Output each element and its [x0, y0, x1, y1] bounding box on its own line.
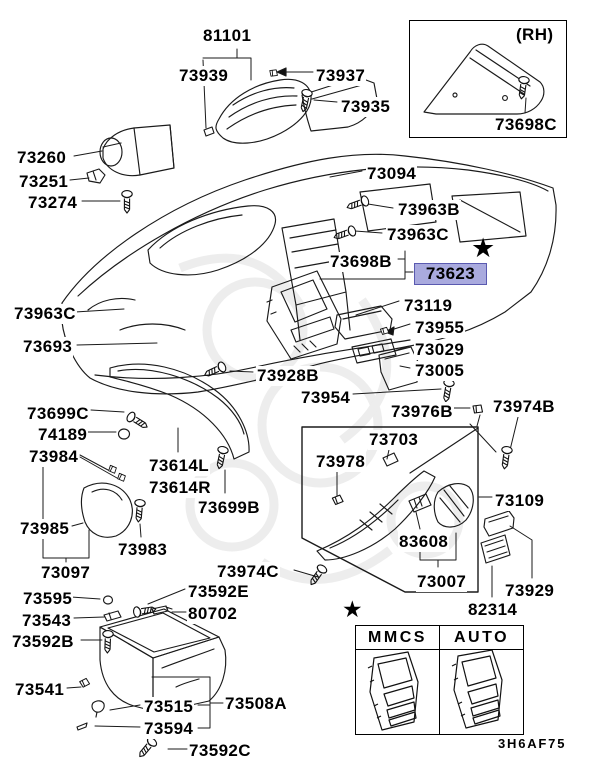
- part-label-73929[interactable]: 73929: [504, 581, 556, 601]
- variant-cell-mmcs: [356, 650, 439, 734]
- part-label-73693[interactable]: 73693: [22, 337, 74, 357]
- part-label-73963C-left[interactable]: 73963C: [13, 304, 77, 324]
- variant-header-mmcs: MMCS: [368, 628, 427, 646]
- part-label-73508A[interactable]: 73508A: [224, 694, 288, 714]
- part-label-74189[interactable]: 74189: [37, 425, 89, 445]
- part-label-83608[interactable]: 83608: [398, 532, 450, 552]
- part-label-73698C[interactable]: 73698C: [494, 115, 558, 135]
- part-label-82314[interactable]: 82314: [467, 600, 519, 620]
- part-label-81101[interactable]: 81101: [202, 26, 253, 46]
- part-label-73974B[interactable]: 73974B: [492, 397, 556, 417]
- variant-cell-auto: [439, 650, 523, 734]
- part-label-73935[interactable]: 73935: [340, 97, 392, 117]
- part-label-73515[interactable]: 73515: [143, 697, 195, 717]
- part-label-73029[interactable]: 73029: [414, 340, 466, 360]
- part-label-73543[interactable]: 73543: [21, 611, 73, 631]
- star-icon: ★: [342, 596, 363, 622]
- part-label-73119[interactable]: 73119: [403, 296, 454, 316]
- part-label-73592C[interactable]: 73592C: [188, 741, 252, 761]
- part-label-73251[interactable]: 73251: [18, 172, 70, 192]
- variant-table-header: MMCS AUTO: [356, 626, 523, 650]
- part-label-73928B[interactable]: 73928B: [256, 366, 320, 386]
- part-label-73976B[interactable]: 73976B: [390, 402, 454, 422]
- part-label-80702[interactable]: 80702: [187, 604, 239, 624]
- part-label-73699B[interactable]: 73699B: [197, 498, 261, 518]
- part-label-73541[interactable]: 73541: [14, 680, 66, 700]
- part-label-73703[interactable]: 73703: [368, 430, 420, 450]
- part-label-73974C[interactable]: 73974C: [216, 562, 280, 582]
- part-label-73698B[interactable]: 73698B: [329, 252, 393, 272]
- part-label-73939[interactable]: 73939: [178, 66, 230, 86]
- part-label-73963C-right[interactable]: 73963C: [386, 225, 450, 245]
- part-label-73614R[interactable]: 73614R: [148, 478, 212, 498]
- diagram-code: 3H6AF75: [498, 736, 567, 751]
- part-label-73985[interactable]: 73985: [19, 519, 71, 539]
- part-label-73983[interactable]: 73983: [117, 540, 169, 560]
- part-label-73963B[interactable]: 73963B: [397, 200, 461, 220]
- part-label-73955[interactable]: 73955: [414, 318, 466, 338]
- part-label-73978[interactable]: 73978: [315, 452, 367, 472]
- rh-box-label: (RH): [516, 25, 554, 44]
- part-label-73274[interactable]: 73274: [27, 193, 79, 213]
- part-label-73592E[interactable]: 73592E: [187, 582, 251, 602]
- part-label-73094[interactable]: 73094: [366, 164, 418, 184]
- part-label-73595[interactable]: 73595: [22, 589, 74, 609]
- part-label-73594[interactable]: 73594: [143, 719, 195, 739]
- part-label-73109[interactable]: 73109: [494, 491, 546, 511]
- part-label-73007[interactable]: 73007: [416, 572, 468, 592]
- star-icon: ★: [471, 233, 496, 263]
- part-label-73005[interactable]: 73005: [414, 361, 466, 381]
- part-label-73592B[interactable]: 73592B: [11, 632, 75, 652]
- part-label-73097[interactable]: 73097: [40, 563, 92, 583]
- part-label-73954[interactable]: 73954: [300, 388, 352, 408]
- variant-table: MMCS AUTO: [355, 625, 524, 735]
- part-label-73260[interactable]: 73260: [16, 148, 68, 168]
- part-label-73699C[interactable]: 73699C: [26, 404, 90, 424]
- part-label-73937[interactable]: 73937: [315, 66, 367, 86]
- part-label-73984[interactable]: 73984: [28, 447, 80, 467]
- part-label-73614L[interactable]: 73614L: [148, 456, 211, 476]
- part-label-73623-highlighted[interactable]: 73623: [414, 263, 487, 285]
- variant-header-auto: AUTO: [439, 626, 523, 649]
- rh-detail-box: [409, 20, 567, 138]
- variant-table-body: [356, 650, 523, 734]
